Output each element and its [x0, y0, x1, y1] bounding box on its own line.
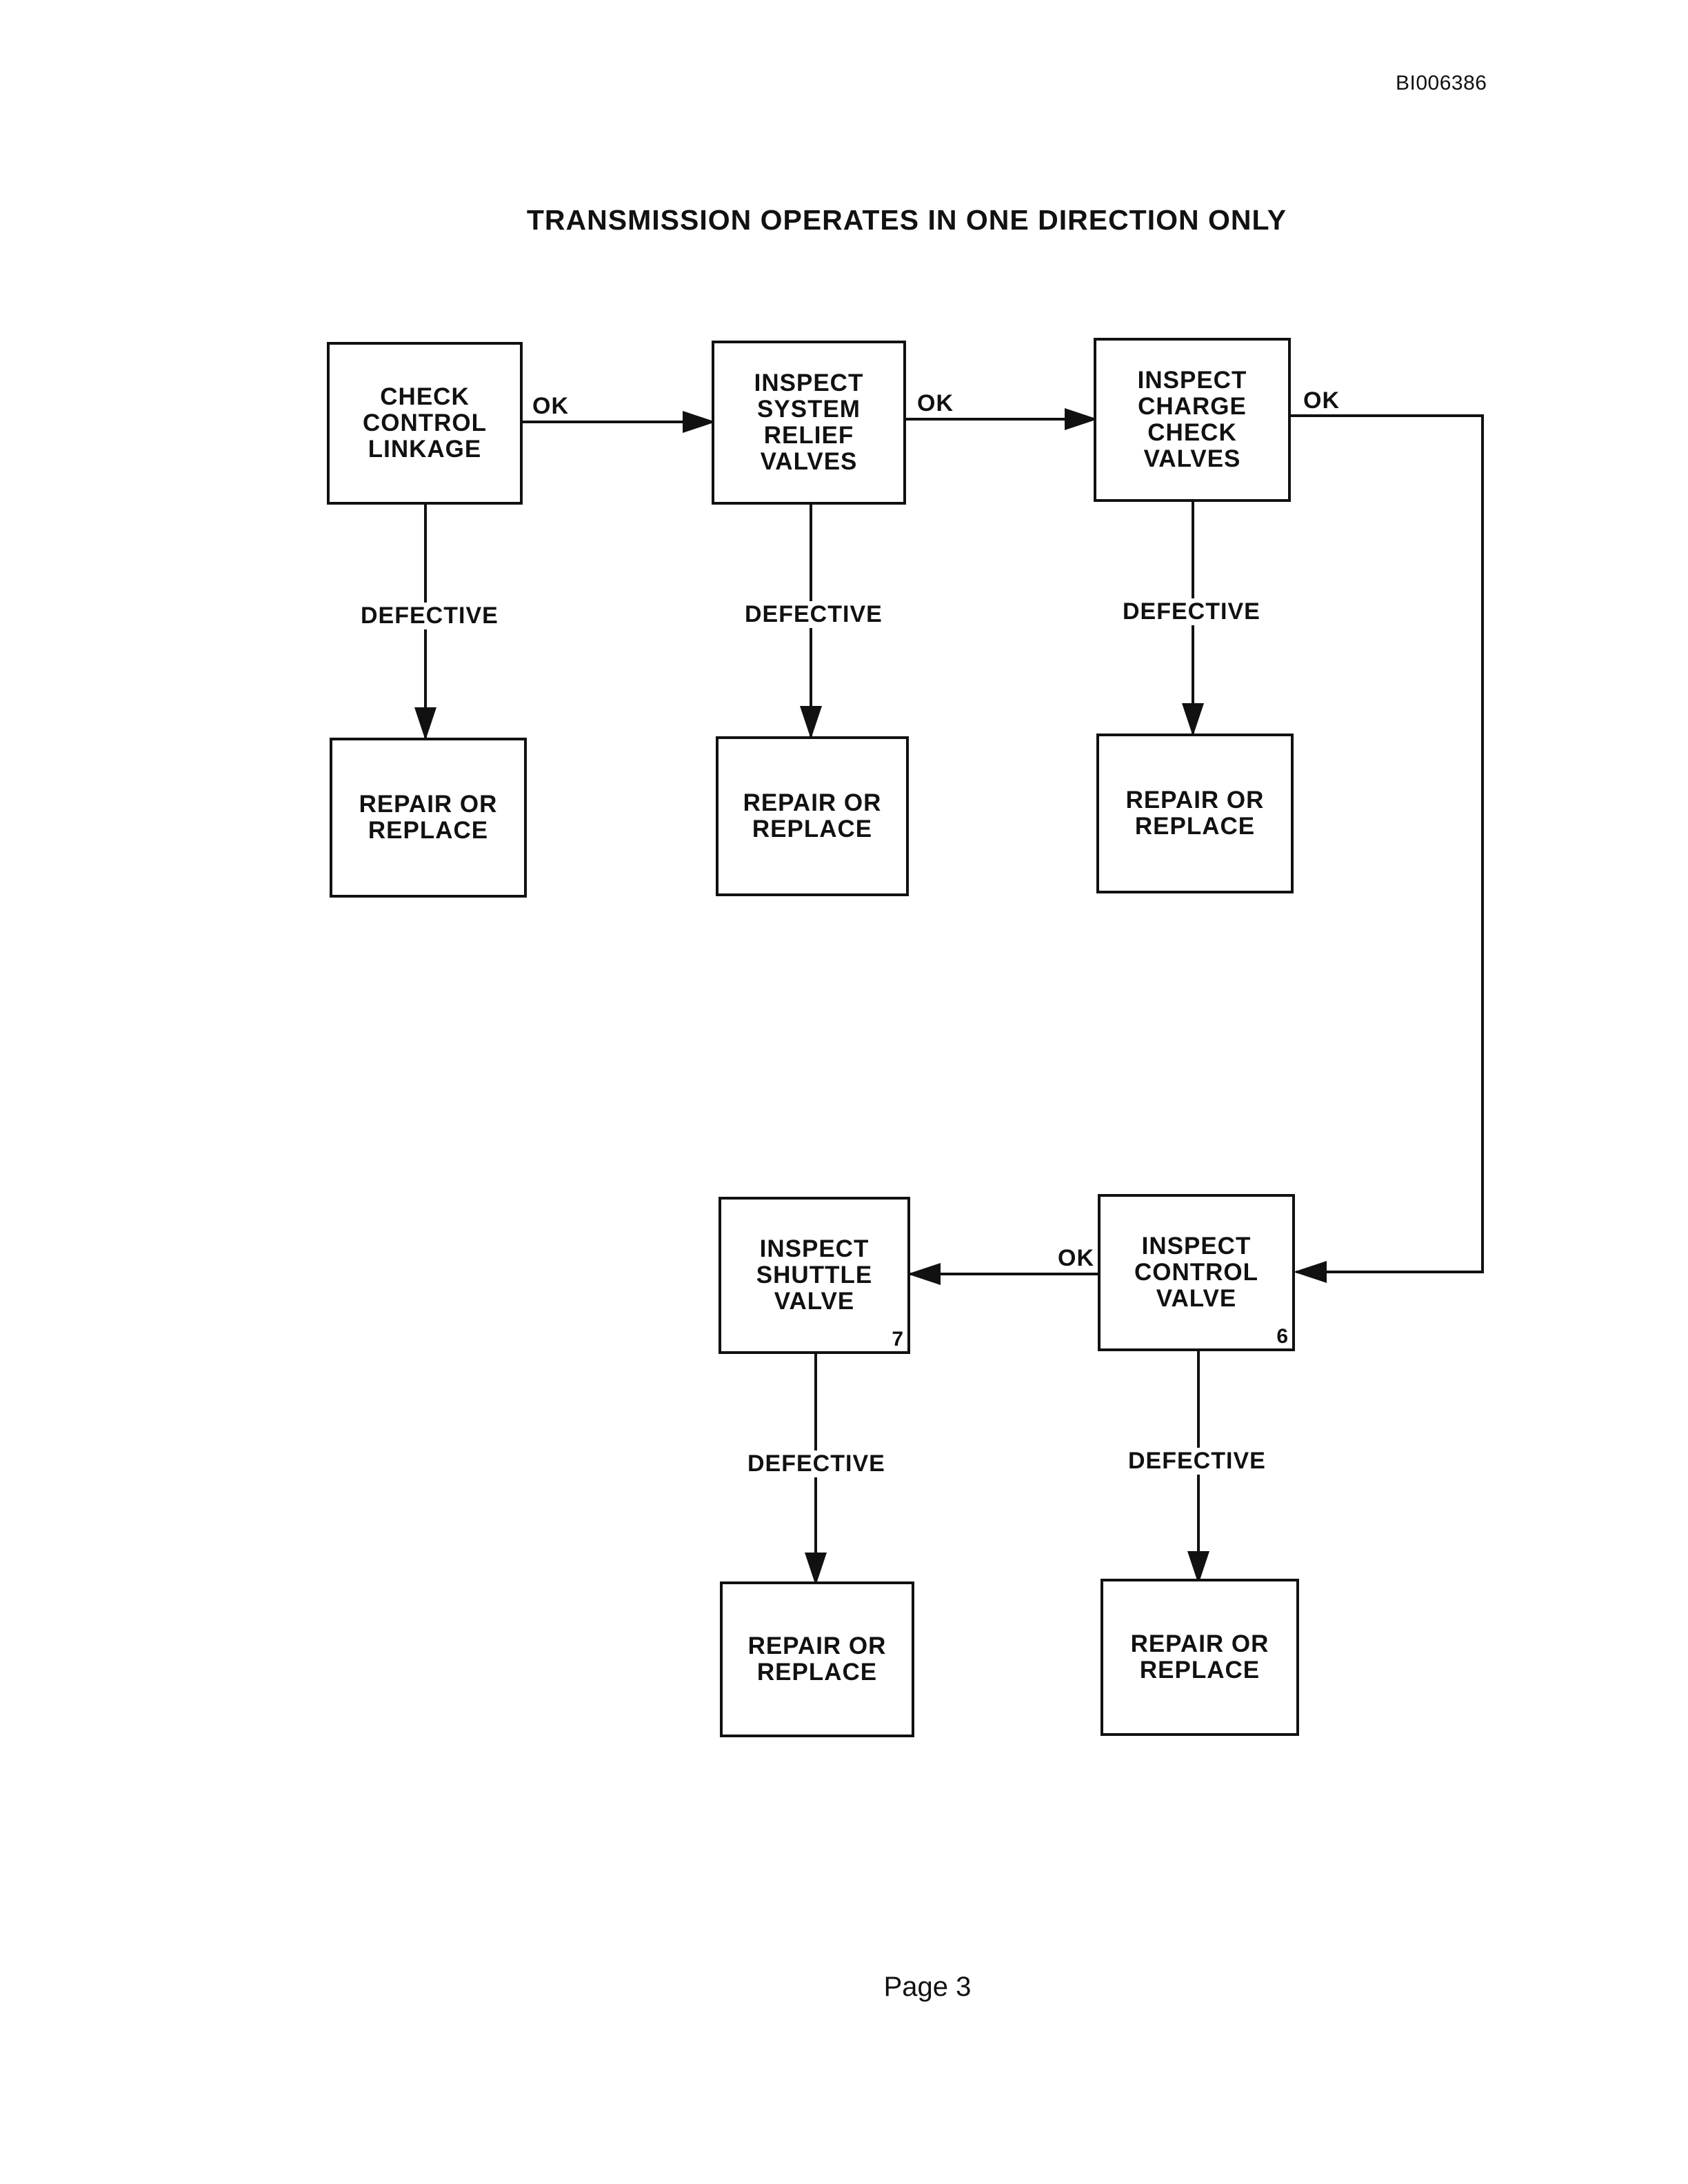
- repair-or-replace-label-5: REPAIR OR REPLACE: [1130, 1630, 1269, 1684]
- inspect-system-relief-valves-label: INSPECT SYSTEM RELIEF VALVES: [754, 370, 864, 475]
- document-id: BI006386: [1396, 72, 1487, 94]
- step-number-6: 6: [1276, 1325, 1288, 1348]
- step-number-7: 7: [892, 1328, 903, 1351]
- inspect-charge-check-valves-box: INSPECT CHARGE CHECK VALVES: [1094, 338, 1291, 502]
- ok-connector-3: [1289, 414, 1484, 1283]
- repair-or-replace-box-3: REPAIR OR REPLACE: [1096, 734, 1294, 893]
- repair-or-replace-label-1: REPAIR OR REPLACE: [359, 791, 498, 844]
- inspect-system-relief-valves-box: INSPECT SYSTEM RELIEF VALVES: [712, 341, 906, 505]
- ok-label-4: OK: [1058, 1245, 1094, 1271]
- repair-or-replace-box-5: REPAIR OR REPLACE: [1101, 1579, 1299, 1736]
- inspect-control-valve-box: INSPECT CONTROL VALVE 6: [1098, 1194, 1295, 1351]
- repair-or-replace-label-3: REPAIR OR REPLACE: [1125, 787, 1265, 840]
- defective-label-3: DEFECTIVE: [1120, 598, 1263, 625]
- defective-label-4: DEFECTIVE: [745, 1450, 888, 1477]
- repair-or-replace-label-4: REPAIR OR REPLACE: [747, 1632, 887, 1686]
- ok-label-2: OK: [917, 390, 954, 416]
- page-number: Page 3: [883, 1972, 972, 2002]
- repair-or-replace-label-2: REPAIR OR REPLACE: [743, 789, 882, 842]
- check-control-linkage-box: CHECK CONTROL LINKAGE: [327, 342, 523, 505]
- defective-label-5: DEFECTIVE: [1125, 1448, 1269, 1475]
- diagram-title: TRANSMISSION OPERATES IN ONE DIRECTION O…: [526, 204, 1287, 236]
- inspect-control-valve-label: INSPECT CONTROL VALVE: [1134, 1233, 1259, 1312]
- check-control-linkage-label: CHECK CONTROL LINKAGE: [362, 383, 488, 463]
- repair-or-replace-box-1: REPAIR OR REPLACE: [330, 738, 527, 898]
- inspect-shuttle-valve-box: INSPECT SHUTTLE VALVE 7: [719, 1197, 910, 1354]
- repair-or-replace-box-2: REPAIR OR REPLACE: [716, 736, 909, 896]
- ok-label-3: OK: [1303, 387, 1340, 414]
- inspect-shuttle-valve-label: INSPECT SHUTTLE VALVE: [756, 1235, 873, 1315]
- inspect-charge-check-valves-label: INSPECT CHARGE CHECK VALVES: [1137, 367, 1247, 472]
- repair-or-replace-box-4: REPAIR OR REPLACE: [720, 1581, 914, 1737]
- defective-label-2: DEFECTIVE: [742, 601, 885, 628]
- defective-label-1: DEFECTIVE: [358, 603, 501, 629]
- ok-label-1: OK: [532, 393, 569, 419]
